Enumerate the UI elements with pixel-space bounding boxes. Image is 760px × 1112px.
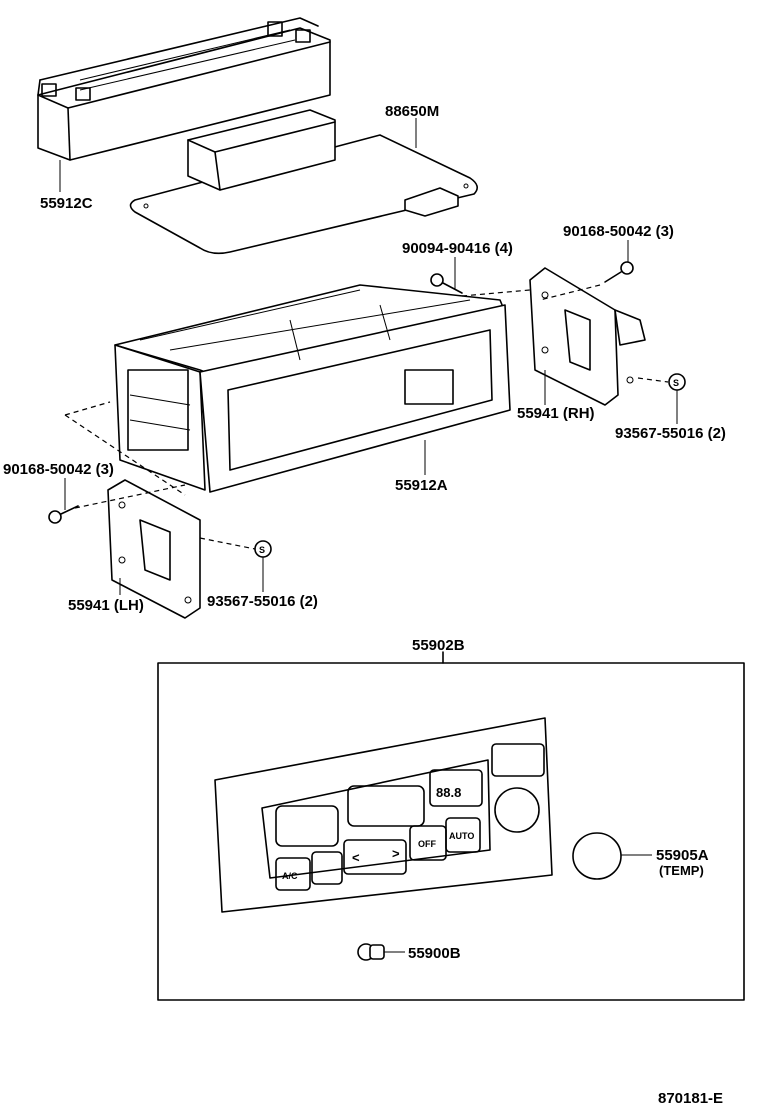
control-panel-drawing: 88.8 A/C < > OFF AUTO bbox=[214, 717, 553, 913]
part-55912C-cover bbox=[37, 17, 331, 161]
label-55900B: 55900B bbox=[408, 945, 461, 962]
part-55900B-bulb bbox=[357, 943, 385, 961]
svg-text:>: > bbox=[392, 846, 400, 861]
part-55912A-case bbox=[114, 284, 511, 493]
label-90094-90416: 90094-90416 (4) bbox=[402, 240, 513, 257]
label-55905A-temp: (TEMP) bbox=[659, 863, 704, 878]
svg-text:<: < bbox=[352, 850, 360, 865]
label-88650M: 88650M bbox=[385, 103, 439, 120]
screw-90168-rh bbox=[604, 261, 634, 283]
label-55941-rh: 55941 (RH) bbox=[517, 405, 595, 422]
label-55912A: 55912A bbox=[395, 477, 448, 494]
callout-labels: 55912C 88650M 90094-90416 (4) 90168-5004… bbox=[3, 103, 726, 1107]
figure-id: 870181-E bbox=[658, 1090, 723, 1107]
label-93567-lh: 93567-55016 (2) bbox=[207, 593, 318, 610]
ac-button-text: A/C bbox=[282, 871, 298, 881]
nut-93567-rh: S bbox=[668, 373, 686, 391]
label-90168-lh: 90168-50042 (3) bbox=[3, 461, 114, 478]
label-55941-lh: 55941 (LH) bbox=[68, 597, 144, 614]
part-55941-lh-bracket bbox=[107, 479, 201, 619]
assembly-dashed-lines bbox=[64, 284, 669, 550]
part-55941-rh-bracket bbox=[529, 267, 646, 406]
part-55902B-box bbox=[157, 651, 745, 1001]
svg-text:S: S bbox=[673, 378, 679, 388]
part-88650M-amplifier bbox=[129, 109, 478, 255]
part-55905A-knob bbox=[572, 832, 622, 880]
nut-93567-lh: S bbox=[254, 540, 272, 558]
svg-text:S: S bbox=[259, 545, 265, 555]
panel-display-text: 88.8 bbox=[436, 785, 461, 800]
label-55912C: 55912C bbox=[40, 195, 93, 212]
off-button-text: OFF bbox=[418, 839, 436, 849]
label-93567-rh: 93567-55016 (2) bbox=[615, 425, 726, 442]
screw-90094-90416 bbox=[430, 273, 463, 294]
screw-90168-lh bbox=[48, 505, 79, 524]
auto-button-text: AUTO bbox=[449, 831, 474, 841]
leader-lines bbox=[59, 118, 678, 953]
label-90168-rh: 90168-50042 (3) bbox=[563, 223, 674, 240]
label-55905A: 55905A bbox=[656, 847, 709, 864]
label-55902B: 55902B bbox=[412, 637, 465, 654]
